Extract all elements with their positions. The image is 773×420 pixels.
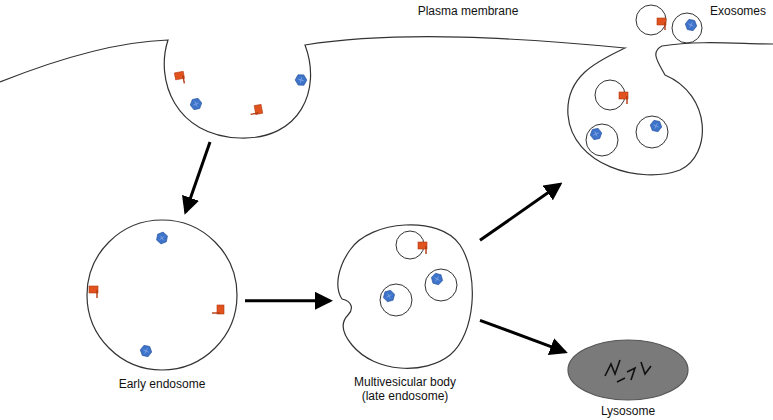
node-label: Plasma membrane xyxy=(418,4,519,18)
plasma-membrane xyxy=(0,37,773,175)
drawing-part xyxy=(605,360,651,382)
pathway-arrow xyxy=(186,142,210,212)
released-exosome xyxy=(636,5,666,35)
node-label: Lysosome xyxy=(601,404,655,418)
drawing-part xyxy=(383,289,396,303)
node-label: Early endosome xyxy=(119,377,206,391)
node-label: Multivesicular body (late endosome) xyxy=(346,375,464,403)
drawing-part xyxy=(431,272,444,286)
intraluminal-vesicle xyxy=(425,269,457,301)
drawing-part xyxy=(174,71,185,84)
drawing-part xyxy=(657,18,666,30)
exosome-release-site: Exosomes xyxy=(560,0,770,192)
drawing-part xyxy=(139,344,153,359)
drawing-part xyxy=(156,231,168,245)
drawing-part xyxy=(568,340,688,400)
exosome-vesicle xyxy=(636,116,668,148)
multivesicular-body: Multivesicular body (late endosome) xyxy=(330,215,480,410)
drawing-part xyxy=(87,220,237,370)
drawing-part xyxy=(619,92,628,104)
pathway-arrow xyxy=(480,320,565,352)
released-exosome xyxy=(672,13,702,43)
drawing-part xyxy=(338,225,473,368)
pathway-arrow xyxy=(480,184,560,240)
drawing-part xyxy=(418,242,427,254)
intraluminal-vesicle xyxy=(380,284,412,316)
drawing-part xyxy=(684,18,698,33)
exosome-vesicle xyxy=(586,124,618,156)
lysosome: Lysosome xyxy=(565,338,695,420)
drawing-part xyxy=(294,72,309,87)
early-endosome: Early endosome xyxy=(80,212,245,397)
drawing-part xyxy=(89,286,98,298)
drawing-part xyxy=(249,104,262,115)
drawing-part xyxy=(649,119,663,134)
drawing-part xyxy=(212,305,224,314)
node-label: Exosomes xyxy=(710,4,766,18)
drawing-part xyxy=(589,127,603,142)
drawing-part xyxy=(189,97,203,112)
pathway-arrow xyxy=(245,299,330,302)
early-endosome-outline xyxy=(80,212,245,397)
plasma-membrane-region: Plasma membrane xyxy=(165,0,540,142)
